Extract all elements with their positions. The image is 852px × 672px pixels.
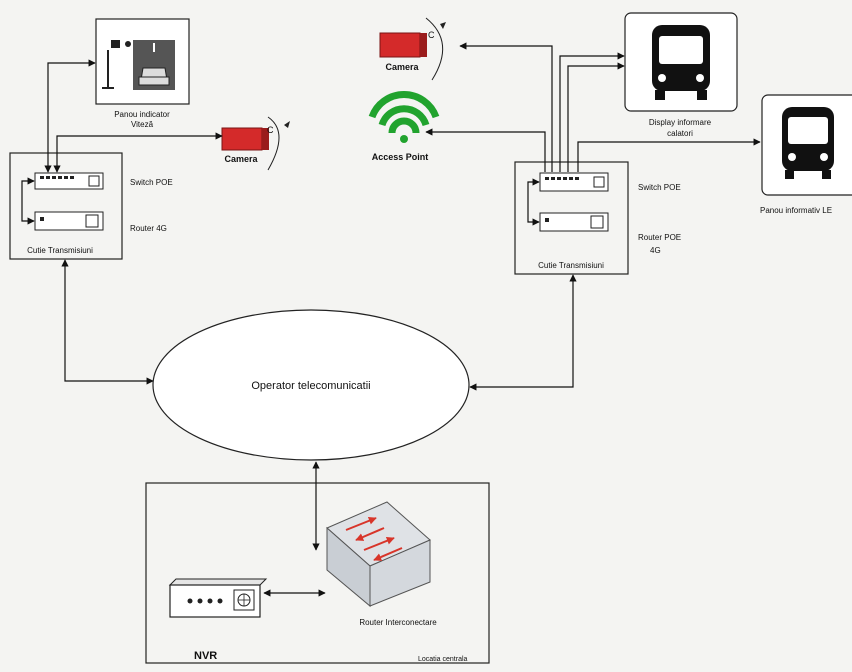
right-switch-label: Switch POE	[638, 183, 681, 192]
right-transmission-box: Cutie Transmisiuni	[514, 161, 629, 275]
right-box-label: Cutie Transmisiuni	[538, 261, 604, 270]
link-switch-speed-panel	[44, 59, 96, 173]
led-panel-label: Panou informativ LE	[760, 206, 832, 215]
link-switch-display-a	[559, 52, 625, 172]
camera-top-label: Camera	[385, 62, 419, 72]
link-right-box-operator	[469, 274, 577, 391]
passenger-display-label-1: Display informare	[649, 118, 712, 127]
left-router-label: Router 4G	[130, 224, 167, 233]
passenger-display: Display informare calatori	[624, 12, 738, 138]
speed-panel-label-1: Panou indicator	[114, 110, 170, 119]
router-icon	[326, 501, 431, 608]
link-switch-access-point	[425, 128, 546, 172]
left-box-label: Cutie Transmisiuni	[27, 246, 93, 255]
passenger-display-label-2: calatori	[667, 129, 693, 138]
speed-indicator-panel: Panou indicator Viteză	[95, 18, 190, 129]
router-interconnect-label: Router Interconectare	[359, 618, 437, 627]
bus-icon	[782, 107, 834, 179]
left-switch-label: Switch POE	[130, 178, 173, 187]
access-point-label: Access Point	[372, 152, 429, 162]
right-router-label-1: Router POE	[638, 233, 681, 242]
camera-top: C Camera	[379, 17, 446, 81]
nvr-icon	[168, 578, 268, 618]
central-location-label: Locatia centrala	[418, 656, 468, 663]
central-location: Locatia centrala NVR	[145, 482, 490, 664]
right-router-label-2: 4G	[650, 246, 661, 255]
access-point: Access Point	[368, 90, 440, 162]
wifi-icon	[368, 90, 440, 143]
bus-icon	[652, 25, 710, 100]
camera-left-tag: C	[267, 125, 274, 135]
camera-left-label: Camera	[224, 154, 258, 164]
operator-label: Operator telecomunicatii	[251, 380, 370, 392]
link-switch-camera-left	[53, 132, 223, 173]
switch-icon	[34, 172, 104, 190]
speed-panel-label-2: Viteză	[131, 120, 154, 129]
led-info-panel: Panou informativ LE	[760, 94, 852, 215]
link-switch-camera-top	[459, 42, 553, 172]
router-icon	[34, 211, 104, 231]
traffic-sign-icon	[102, 40, 175, 90]
camera-left: C Camera	[221, 116, 290, 171]
link-switch-display-b	[567, 62, 625, 172]
camera-top-tag: C	[428, 30, 435, 40]
camera-icon	[379, 17, 446, 81]
router-interconnect: Router Interconectare	[326, 501, 437, 627]
operator-telecom: Operator telecomunicatii	[152, 309, 470, 461]
left-transmission-box: Cutie Transmisiuni	[9, 152, 123, 260]
nvr: NVR	[168, 578, 268, 662]
nvr-label: NVR	[194, 650, 217, 662]
link-switch-led-panel	[577, 138, 761, 172]
switch-icon	[539, 172, 609, 192]
camera-icon	[221, 116, 290, 171]
link-left-box-operator	[61, 259, 154, 385]
router-icon	[539, 212, 609, 232]
